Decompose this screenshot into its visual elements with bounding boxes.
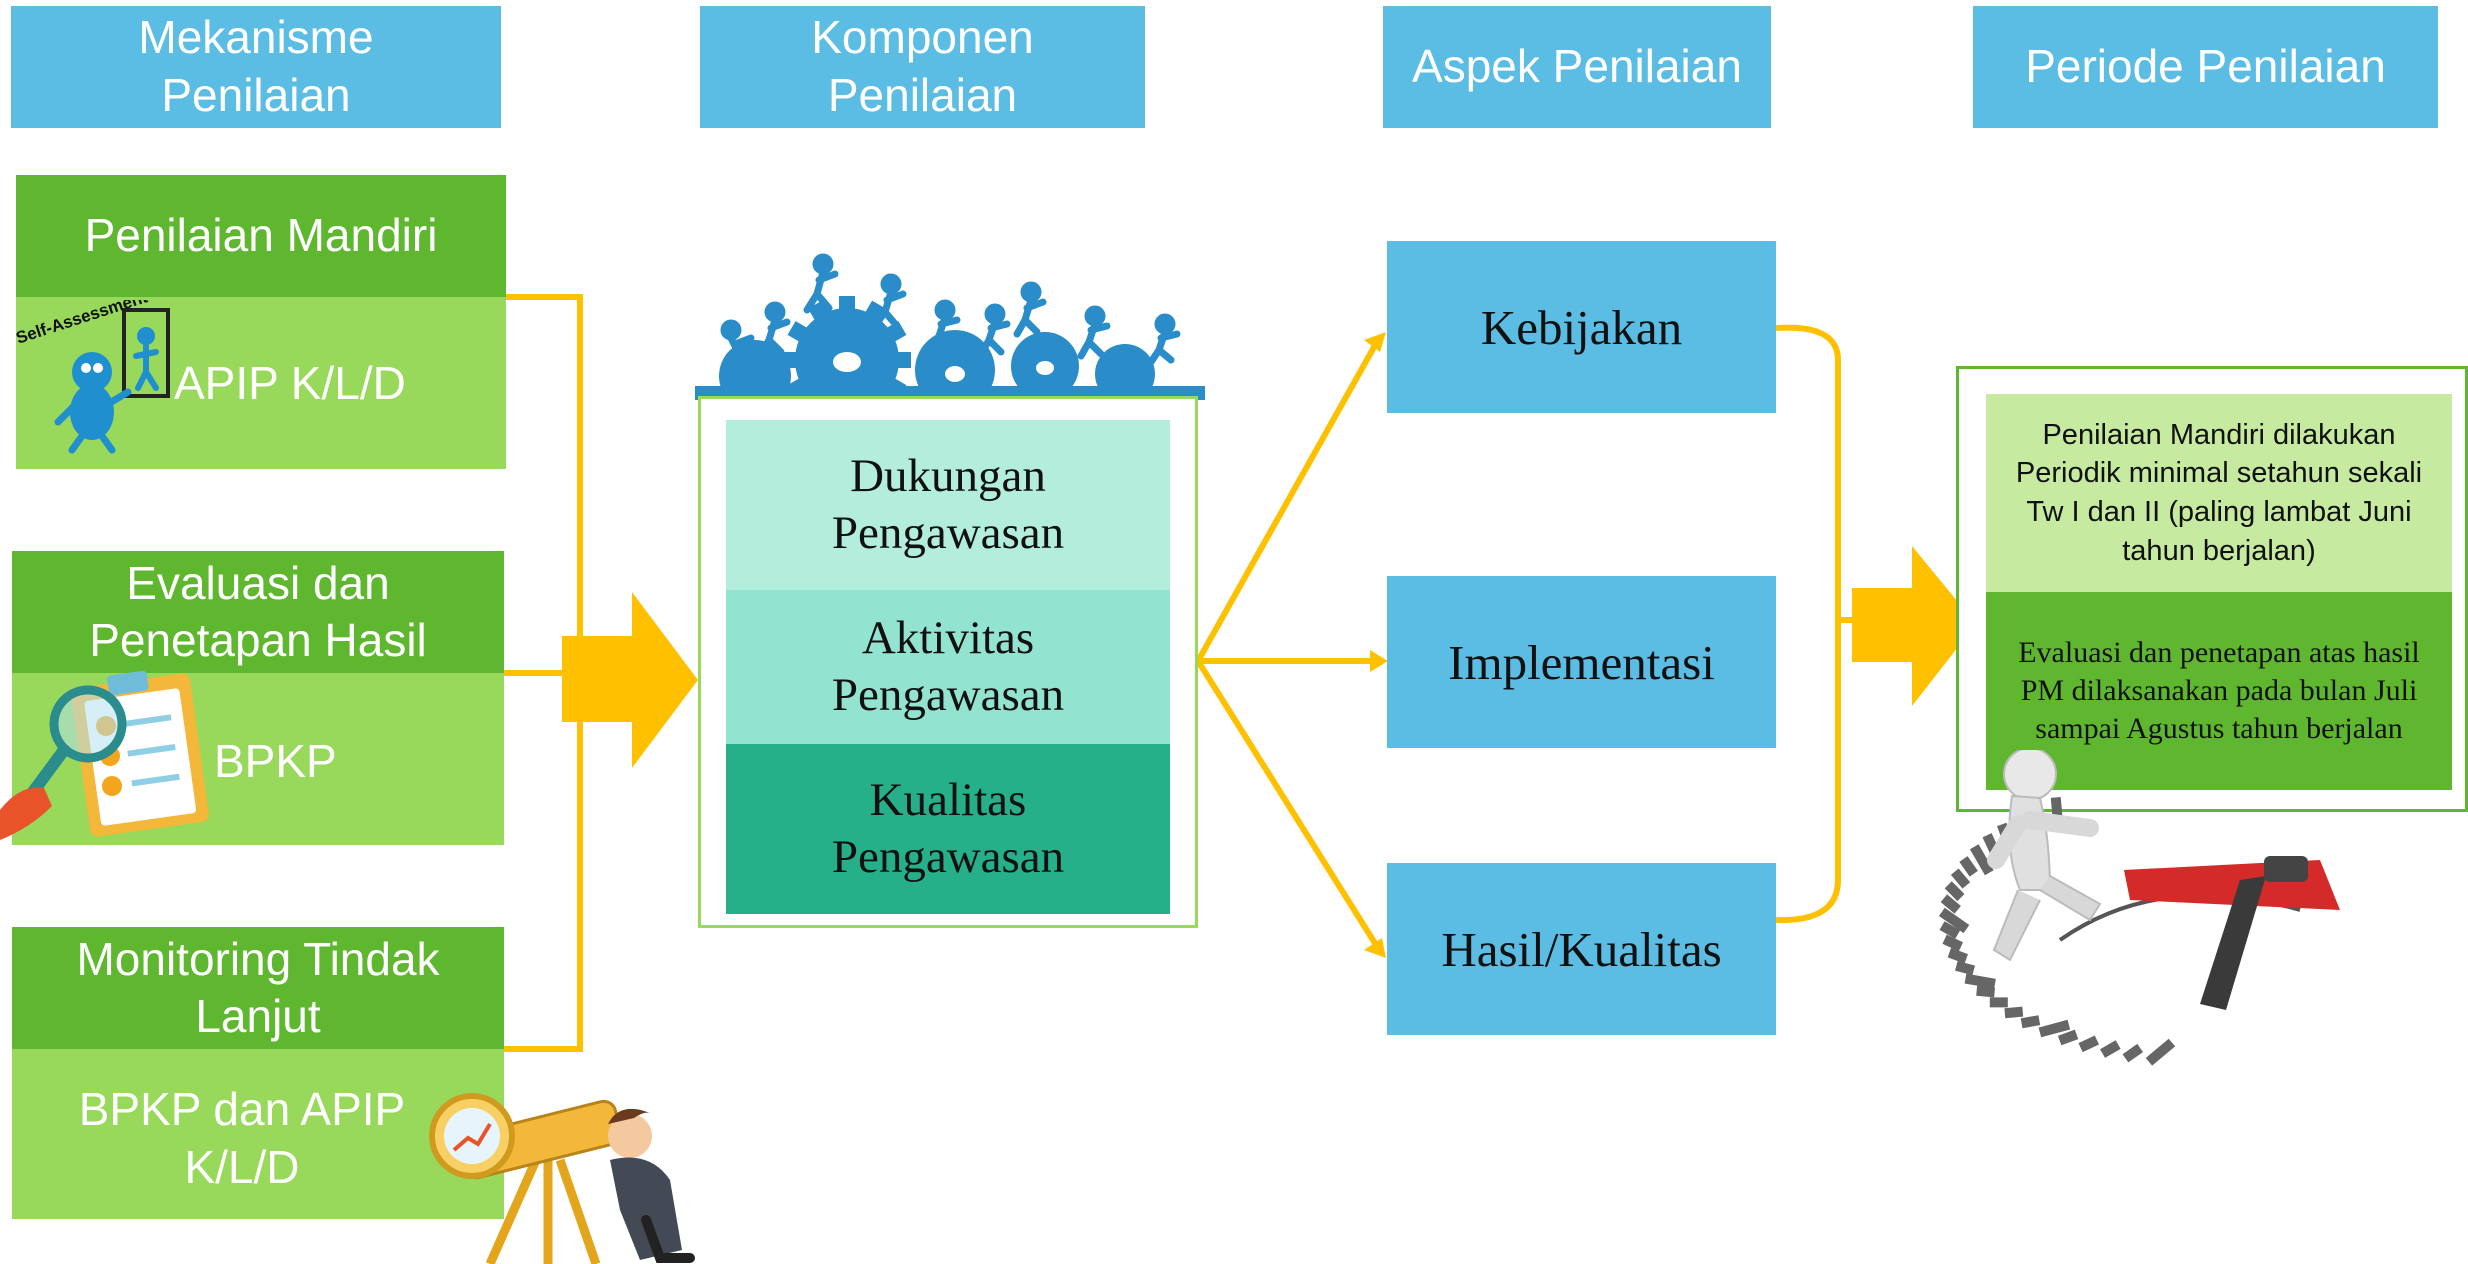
arrow-to-komponen: [562, 592, 698, 768]
dial-tick: [2078, 1035, 2099, 1053]
aspek-kebijakan: Kebijakan: [1387, 241, 1776, 413]
mekanisme-title-3-label: Monitoring Tindak Lanjut: [76, 932, 440, 1043]
periode-top-box: Penilaian Mandiri dilakukan Periodik min…: [1986, 394, 2452, 592]
komponen-item-2-label: Aktivitas Pengawasan: [831, 611, 1065, 721]
stopwatch-runner-icon: [1938, 750, 2340, 1066]
telescope-man-icon: [429, 1093, 695, 1264]
right-bracket-line: [1775, 324, 1841, 924]
dial-tick: [1955, 960, 1976, 976]
gear-tooth: [839, 296, 855, 312]
arrow-line-kebijakan: [1195, 338, 1381, 663]
gear-tooth: [895, 352, 911, 368]
mekanisme-title-3: Monitoring Tindak Lanjut: [12, 927, 504, 1049]
komponen-item-3: Kualitas Pengawasan: [726, 744, 1170, 914]
aspek-implementasi-label: Implementasi: [1448, 634, 1715, 690]
header-periode-label: Periode Penilaian: [2025, 40, 2386, 93]
komponen-item-1-label: Dukungan Pengawasan: [831, 449, 1065, 559]
mekanisme-actor-1-label: APIP K/L/D: [174, 357, 406, 409]
self-assessment-figure-icon: Self-Assessment: [14, 300, 170, 454]
dial-tick: [1942, 934, 1964, 952]
arrowhead-kebijakan: [1364, 332, 1386, 352]
komponen-item-2: Aktivitas Pengawasan: [726, 590, 1170, 744]
aspek-hasil-kualitas-label: Hasil/Kualitas: [1441, 921, 1722, 977]
header-periode: Periode Penilaian: [1973, 6, 2438, 128]
dial-tick: [1976, 985, 1996, 998]
dial-tick: [2122, 1043, 2144, 1063]
mekanisme-title-2-label: Evaluasi dan Penetapan Hasil: [89, 556, 427, 667]
header-komponen-label: Komponen Penilaian: [811, 11, 1034, 121]
gears-people-icon: [695, 253, 1205, 400]
mekanisme-actor-3-label: BPKP dan APIP K/L/D: [78, 1083, 406, 1193]
aspek-hasil-kualitas: Hasil/Kualitas: [1387, 863, 1776, 1035]
periode-top-label: Penilaian Mandiri dilakukan Periodik min…: [2015, 418, 2423, 567]
arrowhead-implementasi: [1370, 650, 1388, 672]
komponen-item-1: Dukungan Pengawasan: [726, 420, 1170, 590]
dial-tick: [1944, 881, 1965, 902]
dial-tick: [1950, 868, 1971, 889]
dial-tick: [2145, 1038, 2176, 1066]
dial-tick: [2100, 1040, 2121, 1058]
gear-tooth: [884, 321, 907, 343]
dial-tick: [1959, 856, 1978, 877]
dial-tick: [2057, 1029, 2079, 1046]
mekanisme-actor-2-label: BPKP: [214, 735, 337, 787]
dial-tick: [1969, 844, 1994, 876]
mekanisme-title-1: Penilaian Mandiri: [16, 175, 506, 297]
header-aspek-label: Aspek Penilaian: [1412, 40, 1742, 93]
periode-bottom-box: Evaluasi dan penetapan atas hasil PM dil…: [1986, 592, 2452, 790]
dial-tick: [1989, 997, 2008, 1008]
mekanisme-title-2: Evaluasi dan Penetapan Hasil: [12, 551, 504, 673]
dial-tick: [1938, 907, 1970, 934]
dial-tick: [1940, 894, 1961, 914]
aspek-implementasi: Implementasi: [1387, 576, 1776, 748]
dial-tick: [1964, 973, 1996, 989]
header-aspek: Aspek Penilaian: [1383, 6, 1771, 128]
header-komponen: Komponen Penilaian: [700, 6, 1145, 128]
mekanisme-title-1-label: Penilaian Mandiri: [84, 209, 438, 262]
arrow-line-hasil: [1195, 659, 1381, 950]
aspek-kebijakan-label: Kebijakan: [1480, 299, 1683, 355]
self-assessment-label: Self-Assessment: [14, 300, 150, 348]
dial-tick: [1939, 921, 1961, 939]
dial-tick: [2004, 1006, 2024, 1019]
header-mekanisme-label: Mekanisme Penilaian: [138, 11, 374, 121]
dial-tick: [2038, 1019, 2071, 1038]
dial-tick: [1947, 947, 1968, 964]
periode-bottom-label: Evaluasi dan penetapan atas hasil PM dil…: [2018, 635, 2420, 746]
komponen-item-3-label: Kualitas Pengawasan: [831, 773, 1065, 883]
clipboard-magnifier-icon: [0, 670, 209, 840]
arrowhead-hasil: [1364, 938, 1386, 958]
dial-tick: [2020, 1015, 2041, 1029]
mekanisme-actor-box-3: BPKP dan APIP K/L/D: [12, 1049, 504, 1219]
arrow-to-periode: [1852, 546, 1976, 706]
header-mekanisme: Mekanisme Penilaian: [11, 6, 501, 128]
gear-tooth: [787, 321, 810, 343]
